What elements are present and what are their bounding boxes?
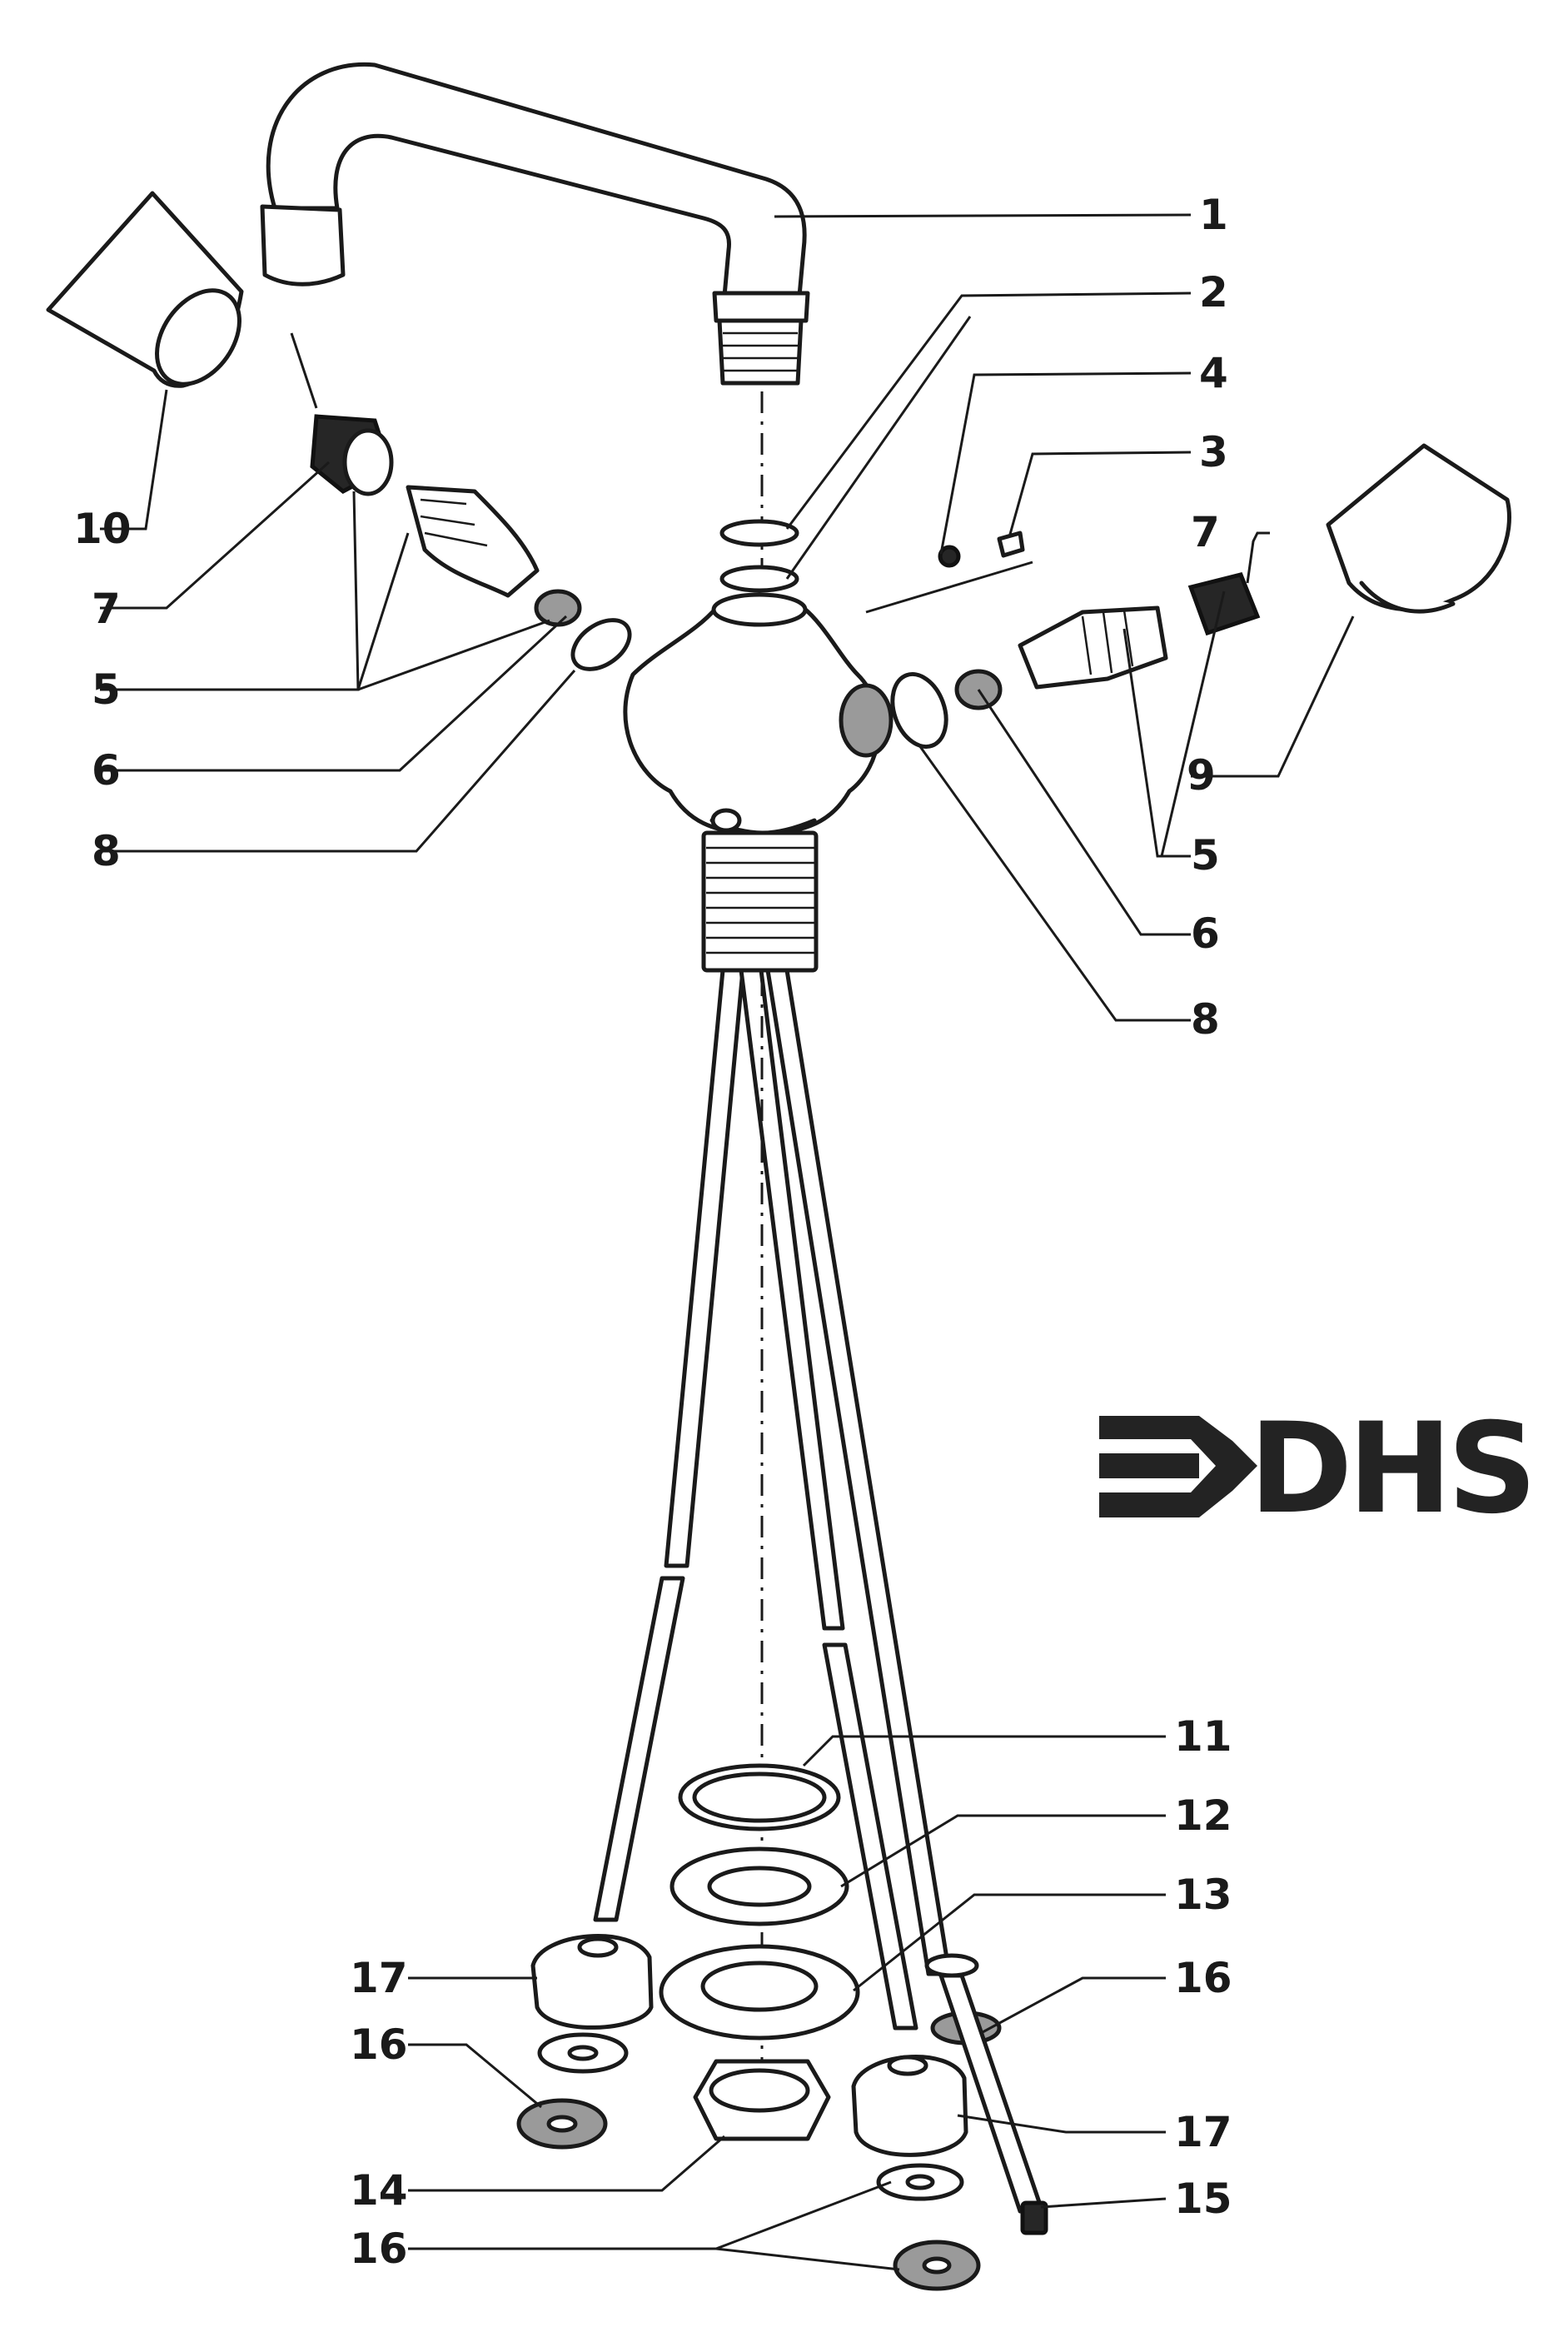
callout-17-left: 17 [350, 1954, 408, 2002]
callout-9: 9 [1187, 751, 1216, 800]
callout-7-right: 7 [1191, 508, 1220, 556]
leader-lines [100, 213, 1355, 2271]
callout-10: 10 [73, 505, 132, 553]
left-connector-part-17 [530, 1934, 654, 2030]
nut-part-14 [693, 2059, 831, 2141]
supply-tubes [593, 968, 952, 2031]
callout-14: 14 [350, 2166, 408, 2215]
right-washers-part-16 [876, 2011, 1002, 2291]
right-connector-part-17 [851, 2055, 968, 2157]
tap-body [623, 592, 894, 973]
callout-5-left: 5 [92, 665, 121, 714]
left-cartridge-part-5 [406, 485, 582, 627]
callout-5-right: 5 [1191, 831, 1220, 879]
callout-7-left: 7 [92, 585, 121, 633]
washer-part-12 [670, 1846, 849, 1926]
callout-1: 1 [1199, 191, 1228, 239]
callout-15: 15 [1174, 2175, 1232, 2223]
callout-6-left: 6 [92, 746, 121, 795]
callout-16-bottom: 16 [350, 2225, 408, 2273]
o-rings-part-2 [719, 519, 799, 593]
spout-part-1 [260, 62, 810, 386]
left-washers-part-16 [516, 2032, 629, 2150]
callout-3: 3 [1199, 428, 1228, 476]
callout-13: 13 [1174, 1871, 1232, 1919]
callout-16-left: 16 [350, 2021, 408, 2069]
right-o-ring-part-8 [890, 669, 1003, 750]
callout-4: 4 [1199, 349, 1228, 397]
left-handle-part-10 [46, 191, 244, 388]
callout-12: 12 [1174, 1791, 1232, 1840]
gasket-part-11 [678, 1763, 841, 1831]
dhs-logo: DHS [1099, 1397, 1537, 1542]
callout-11: 11 [1174, 1712, 1232, 1761]
callout-6-right: 6 [1191, 909, 1220, 958]
right-screw-part-3-4 [938, 531, 1025, 568]
right-handle-part-9 [1326, 443, 1511, 614]
left-spindle-top-part-7 [310, 414, 394, 496]
right-cartridge-part-5 [1018, 572, 1261, 690]
callout-8-right: 8 [1191, 995, 1220, 1044]
dhs-logo-text: DHS [1249, 1397, 1532, 1542]
callout-16-right: 16 [1174, 1954, 1232, 2002]
callout-2: 2 [1199, 268, 1228, 316]
dhs-logo-mark [1099, 1416, 1257, 1517]
callout-8-left: 8 [92, 827, 121, 875]
callout-labels: 1 2 4 3 7 9 5 6 8 10 7 5 6 8 11 12 13 16… [73, 191, 1232, 2273]
washer-part-13 [659, 1944, 860, 2040]
left-washer-part-6 [570, 618, 632, 671]
callout-17-right: 17 [1174, 2108, 1232, 2156]
